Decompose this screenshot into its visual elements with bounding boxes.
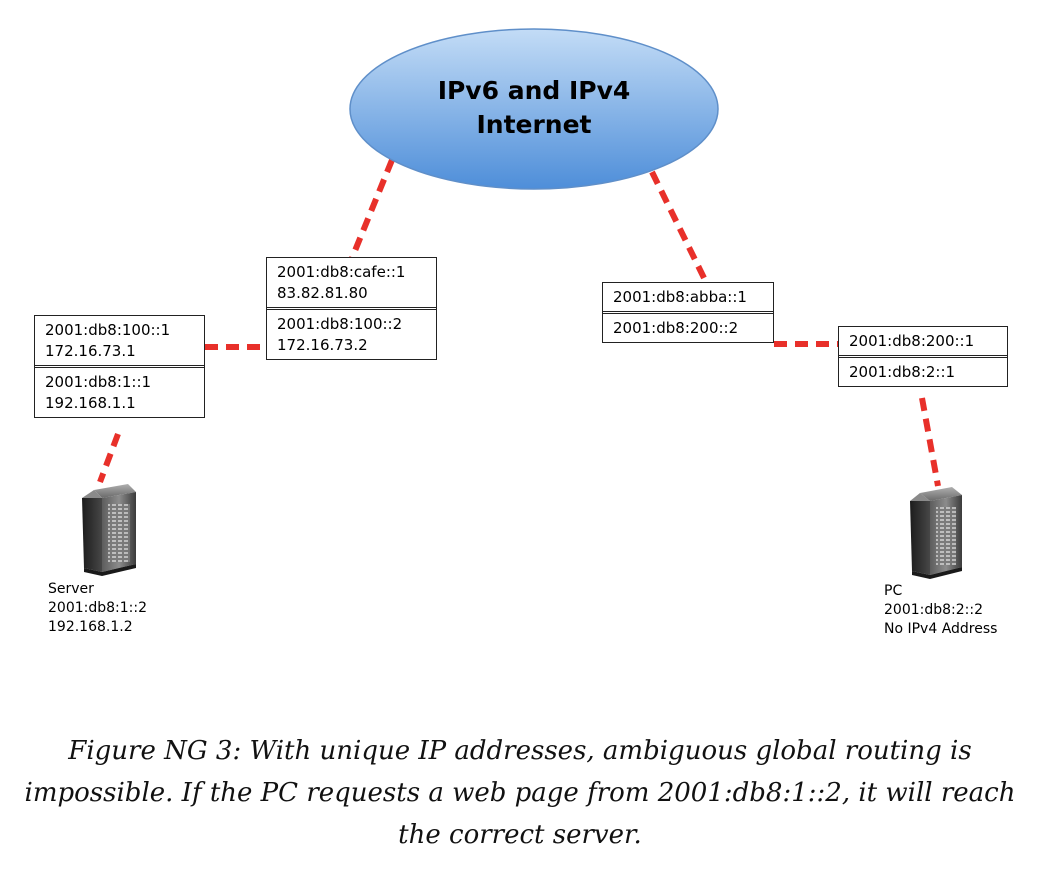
router-pc-upstream-ipv6: 2001:db8:200::1	[849, 332, 975, 350]
router-server-downstream-interface: 2001:db8:1::1 192.168.1.1	[35, 365, 204, 417]
caption-line1: Figure NG 3: With unique IP addresses, a…	[68, 736, 972, 766]
router-pc: 2001:db8:200::1 2001:db8:2::1	[838, 326, 1008, 387]
router-server: 2001:db8:100::1 172.16.73.1 2001:db8:1::…	[34, 315, 205, 418]
link-cloud-left-router	[349, 158, 395, 260]
cloud-label-line1: IPv6 and IPv4	[437, 76, 631, 105]
router-pc-downstream-interface: 2001:db8:2::1	[839, 355, 1007, 386]
server-ipv4: 192.168.1.2	[48, 619, 133, 635]
router-server-upstream-interface: 2001:db8:100::1 172.16.73.1	[35, 316, 204, 365]
router-right: 2001:db8:abba::1 2001:db8:200::2	[602, 282, 774, 343]
router-left-downstream-ipv4: 172.16.73.2	[277, 336, 368, 354]
router-server-upstream-ipv4: 172.16.73.1	[45, 342, 136, 360]
router-pc-downstream-ipv6: 2001:db8:2::1	[849, 363, 956, 381]
router-left: 2001:db8:cafe::1 83.82.81.80 2001:db8:10…	[266, 257, 437, 360]
router-right-upstream-interface: 2001:db8:abba::1	[603, 283, 773, 311]
pc-ipv4: No IPv4 Address	[884, 621, 998, 637]
caption-line2: impossible. If the PC requests a web pag…	[24, 778, 1016, 808]
cloud-label: IPv6 and IPv4 Internet	[350, 74, 718, 142]
server-ipv6: 2001:db8:1::2	[48, 600, 147, 616]
server-name: Server	[48, 581, 94, 597]
router-left-upstream-ipv6: 2001:db8:cafe::1	[277, 263, 406, 281]
router-right-upstream-ipv6: 2001:db8:abba::1	[613, 288, 747, 306]
pc-label: PC 2001:db8:2::2 No IPv4 Address	[884, 582, 997, 639]
router-left-downstream-ipv6: 2001:db8:100::2	[277, 315, 403, 333]
link-server-router-server	[97, 432, 121, 484]
caption-line3: the correct server.	[398, 820, 642, 850]
router-left-upstream-ipv4: 83.82.81.80	[277, 284, 368, 302]
router-server-downstream-ipv4: 192.168.1.1	[45, 394, 136, 412]
router-left-downstream-interface: 2001:db8:100::2 172.16.73.2	[267, 307, 436, 359]
router-right-downstream-ipv6: 2001:db8:200::2	[613, 319, 739, 337]
figure-caption: Figure NG 3: With unique IP addresses, a…	[0, 730, 1040, 856]
link-cloud-right-router	[649, 170, 709, 284]
router-server-upstream-ipv6: 2001:db8:100::1	[45, 321, 171, 339]
router-pc-upstream-interface: 2001:db8:200::1	[839, 327, 1007, 355]
router-left-upstream-interface: 2001:db8:cafe::1 83.82.81.80	[267, 258, 436, 307]
router-server-downstream-ipv6: 2001:db8:1::1	[45, 373, 152, 391]
computer-tower-icon	[910, 487, 962, 579]
server-tower-icon	[82, 484, 136, 576]
link-pc-router-pc	[919, 397, 941, 487]
server-label: Server 2001:db8:1::2 192.168.1.2	[48, 580, 147, 637]
router-right-downstream-interface: 2001:db8:200::2	[603, 311, 773, 342]
cloud-label-line2: Internet	[476, 110, 592, 139]
internet-cloud	[349, 28, 719, 190]
pc-name: PC	[884, 583, 903, 599]
pc-ipv6: 2001:db8:2::2	[884, 602, 983, 618]
